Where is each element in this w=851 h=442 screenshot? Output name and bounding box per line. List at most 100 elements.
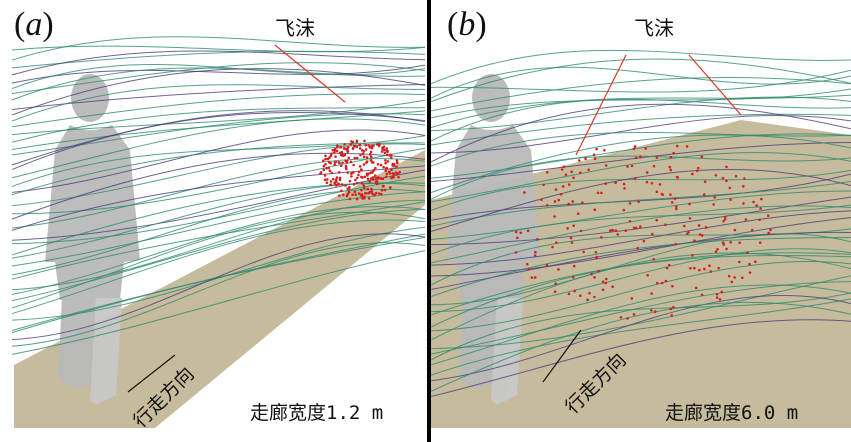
droplet — [347, 187, 351, 190]
droplet — [604, 281, 608, 285]
droplet — [367, 197, 371, 200]
droplet — [769, 228, 772, 232]
droplet-annotation: 飞沫 — [275, 16, 315, 40]
droplet — [700, 234, 704, 237]
streamline — [11, 206, 426, 295]
droplet — [553, 200, 557, 203]
droplet — [664, 279, 668, 283]
droplet — [379, 163, 383, 167]
droplet — [603, 148, 606, 152]
droplet — [331, 148, 335, 152]
droplet — [688, 216, 692, 220]
streamline — [11, 68, 426, 116]
droplet — [334, 178, 338, 182]
droplet — [752, 200, 755, 204]
droplet — [569, 236, 573, 240]
droplet — [372, 144, 375, 148]
streamline — [11, 118, 426, 179]
droplet — [696, 169, 699, 173]
droplet — [636, 246, 639, 250]
droplet — [650, 232, 654, 236]
droplet — [325, 181, 329, 184]
droplet — [368, 145, 372, 149]
streamline — [11, 242, 426, 347]
droplet — [637, 200, 640, 204]
droplet — [346, 192, 350, 196]
droplet — [328, 169, 332, 173]
droplet — [586, 298, 589, 302]
droplet — [356, 176, 359, 180]
droplet — [576, 212, 580, 215]
droplet — [376, 163, 380, 166]
streamline — [431, 292, 851, 361]
droplet — [363, 175, 367, 179]
droplet — [333, 163, 336, 166]
droplet — [540, 198, 543, 202]
streamline — [431, 281, 851, 355]
streamline — [431, 103, 851, 163]
droplet — [693, 266, 696, 270]
droplet — [353, 144, 357, 148]
droplet — [650, 181, 654, 185]
droplet — [327, 166, 331, 170]
droplet — [670, 201, 674, 204]
droplet — [590, 272, 593, 276]
droplet — [546, 204, 549, 207]
droplet — [333, 147, 337, 151]
droplet — [564, 173, 568, 177]
streamline — [431, 295, 851, 382]
streamline — [431, 115, 851, 154]
droplet — [344, 184, 347, 187]
droplet — [750, 228, 754, 232]
droplet — [655, 156, 659, 159]
droplet — [355, 140, 359, 144]
droplet — [708, 264, 711, 268]
droplet — [322, 164, 326, 168]
droplet — [327, 160, 331, 164]
droplet — [634, 156, 638, 160]
droplet — [352, 183, 356, 186]
streamline — [431, 168, 851, 232]
streamline — [11, 107, 426, 143]
streamline — [11, 111, 426, 171]
droplet — [584, 157, 587, 161]
droplet — [642, 239, 646, 243]
droplet — [738, 241, 741, 245]
droplet — [339, 164, 343, 168]
streamline — [431, 142, 851, 183]
droplet — [357, 173, 360, 177]
droplet — [369, 159, 373, 162]
droplet — [385, 147, 389, 150]
droplet — [395, 165, 398, 169]
streamline — [431, 248, 851, 313]
droplet — [371, 176, 375, 179]
droplet — [514, 230, 518, 234]
droplet — [587, 168, 591, 172]
droplet — [361, 176, 364, 179]
droplet — [664, 223, 667, 227]
droplet — [604, 277, 608, 281]
droplet — [653, 310, 657, 314]
droplet — [341, 153, 344, 157]
droplet — [596, 191, 600, 195]
droplet — [323, 178, 327, 182]
droplet — [337, 182, 341, 186]
droplet — [582, 250, 585, 254]
droplet — [633, 177, 637, 180]
droplet — [395, 161, 399, 165]
droplet — [638, 225, 642, 228]
droplet — [370, 189, 374, 193]
droplet — [348, 197, 352, 201]
streamline — [11, 250, 426, 355]
droplet — [740, 276, 744, 280]
droplet — [578, 171, 582, 175]
droplet — [384, 175, 388, 179]
droplet — [370, 155, 373, 159]
droplet — [369, 150, 373, 154]
droplet — [744, 218, 748, 221]
droplet — [542, 183, 545, 187]
droplet — [362, 184, 366, 187]
droplet — [360, 188, 363, 192]
droplet — [346, 145, 350, 149]
droplet — [319, 171, 323, 174]
